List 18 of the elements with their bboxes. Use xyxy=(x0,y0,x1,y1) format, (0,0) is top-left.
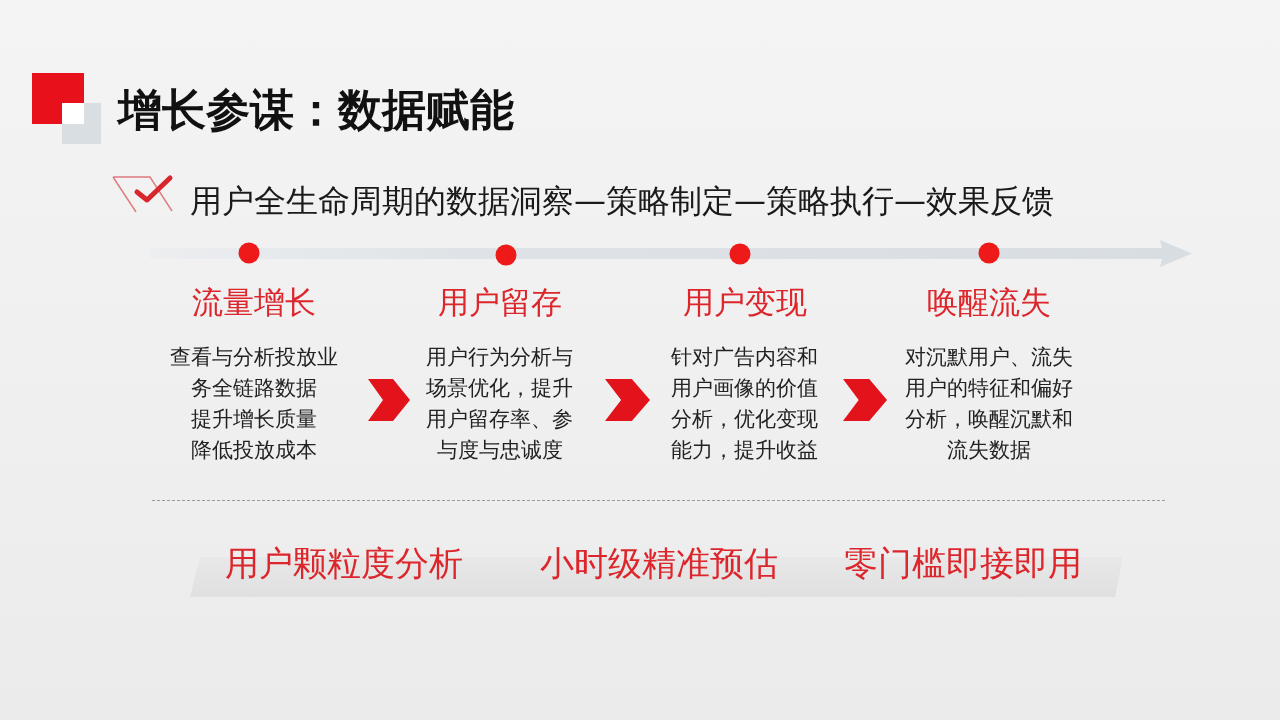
stage-heading: 用户留存 xyxy=(438,283,562,322)
stage-description: 用户行为分析与场景优化，提升用户留存率、参与度与忠诚度 xyxy=(425,344,575,464)
chevron-arrow xyxy=(605,379,650,421)
stage-description: 针对广告内容和用户画像的价值分析，优化变现能力，提升收益 xyxy=(670,344,820,464)
stage-heading: 用户变现 xyxy=(683,283,807,322)
chevron-arrow xyxy=(843,379,887,421)
feature-text: 小时级精准预估 xyxy=(540,543,778,583)
stage-heading: 流量增长 xyxy=(192,283,316,322)
feature-text: 用户颗粒度分析 xyxy=(225,543,463,583)
stage-description: 对沉默用户、流失用户的特征和偏好分析，唤醒沉默和流失数据 xyxy=(904,344,1074,464)
chevron-arrow xyxy=(368,379,410,421)
title: 增长参谋：数据赋能 xyxy=(118,84,514,136)
stage-description: 查看与分析投放业务全链路数据 xyxy=(169,344,339,402)
stage-description: 提升增长质量 xyxy=(190,406,318,433)
stage-description: 降低投放成本 xyxy=(190,437,318,464)
subtitle: 用户全生命周期的数据洞察—策略制定—策略执行—效果反馈 xyxy=(190,181,1054,221)
stage-heading: 唤醒流失 xyxy=(927,283,1051,322)
feature-text: 零门槛即接即用 xyxy=(844,543,1082,583)
